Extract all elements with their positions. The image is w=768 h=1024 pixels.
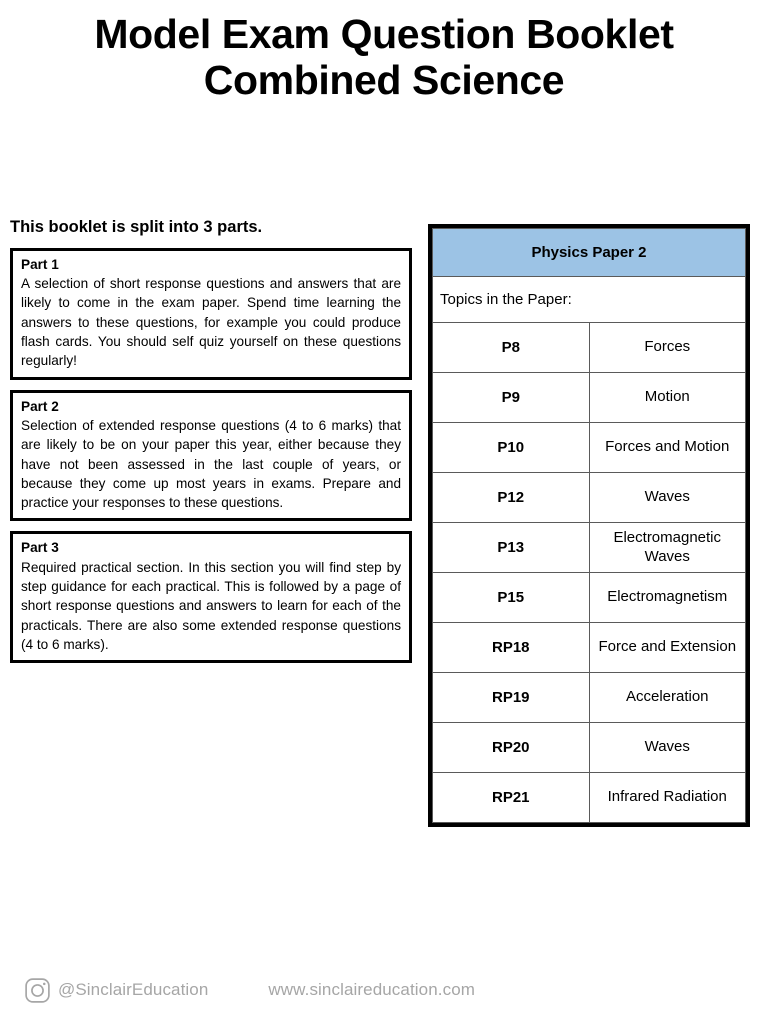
- page-footer: @SinclairEducation www.sinclaireducation…: [0, 970, 768, 1010]
- topic-name: Motion: [588, 372, 746, 423]
- table-subheader-row: Topics in the Paper:: [432, 276, 746, 323]
- topic-name: Electromagnetic Waves: [588, 522, 746, 573]
- page-title: Model Exam Question Booklet Combined Sci…: [0, 0, 768, 104]
- topic-code: P13: [432, 522, 590, 573]
- part-text-1: A selection of short response questions …: [21, 276, 401, 369]
- physics-paper-table: Physics Paper 2 Topics in the Paper: P8 …: [428, 224, 750, 827]
- topic-name: Waves: [588, 472, 746, 523]
- topic-code: RP19: [432, 672, 590, 723]
- topic-code: P9: [432, 372, 590, 423]
- topic-code: RP21: [432, 772, 590, 823]
- instagram-icon: [24, 977, 51, 1004]
- topic-name: Electromagnetism: [588, 572, 746, 623]
- table-row: RP20 Waves: [432, 722, 746, 773]
- title-line-2: Combined Science: [203, 56, 565, 103]
- topic-code: P10: [432, 422, 590, 473]
- part-box-2: Part 2 Selection of extended response qu…: [10, 389, 412, 522]
- part-label-3: Part 3: [21, 540, 59, 556]
- topic-name: Force and Extension: [588, 622, 746, 673]
- part-text-3: Required practical section. In this sect…: [21, 559, 401, 652]
- topic-code: RP20: [432, 722, 590, 773]
- instagram-handle: @SinclairEducation: [58, 980, 209, 999]
- part-text-2: Selection of extended response questions…: [21, 417, 401, 511]
- topic-code: P15: [432, 572, 590, 623]
- topic-name: Acceleration: [588, 672, 746, 723]
- part-label-2: Part 2: [21, 398, 59, 414]
- topic-name: Infrared Radiation: [588, 772, 746, 823]
- title-line-1: Model Exam Question Booklet: [94, 11, 674, 57]
- table-subheader-label: Topics in the Paper:: [432, 276, 746, 323]
- table-row: P12 Waves: [432, 472, 746, 523]
- table-row: RP18 Force and Extension: [432, 622, 746, 673]
- left-column: This booklet is split into 3 parts. Part…: [10, 218, 412, 673]
- website-url: www.sinclaireducation.com: [268, 980, 476, 999]
- table-header-row: Physics Paper 2: [432, 228, 746, 277]
- table-row: RP21 Infrared Radiation: [432, 772, 746, 823]
- topic-code: P8: [432, 322, 590, 373]
- table-row: RP19 Acceleration: [432, 672, 746, 723]
- part-box-1: Part 1 A selection of short response que…: [10, 247, 412, 380]
- part-box-3: Part 3 Required practical section. In th…: [10, 531, 412, 664]
- topic-name: Waves: [588, 722, 746, 773]
- topic-name: Forces: [588, 322, 746, 373]
- topic-name: Forces and Motion: [588, 422, 746, 473]
- table-row: P8 Forces: [432, 322, 746, 373]
- topic-code: P12: [432, 472, 590, 523]
- table-row: P9 Motion: [432, 372, 746, 423]
- table-row: P15 Electromagnetism: [432, 572, 746, 623]
- table-row: P13 Electromagnetic Waves: [432, 522, 746, 573]
- topic-code: RP18: [432, 622, 590, 673]
- intro-heading: This booklet is split into 3 parts.: [10, 218, 263, 236]
- part-label-1: Part 1: [21, 256, 59, 272]
- table-row: P10 Forces and Motion: [432, 422, 746, 473]
- table-header-title: Physics Paper 2: [432, 228, 746, 277]
